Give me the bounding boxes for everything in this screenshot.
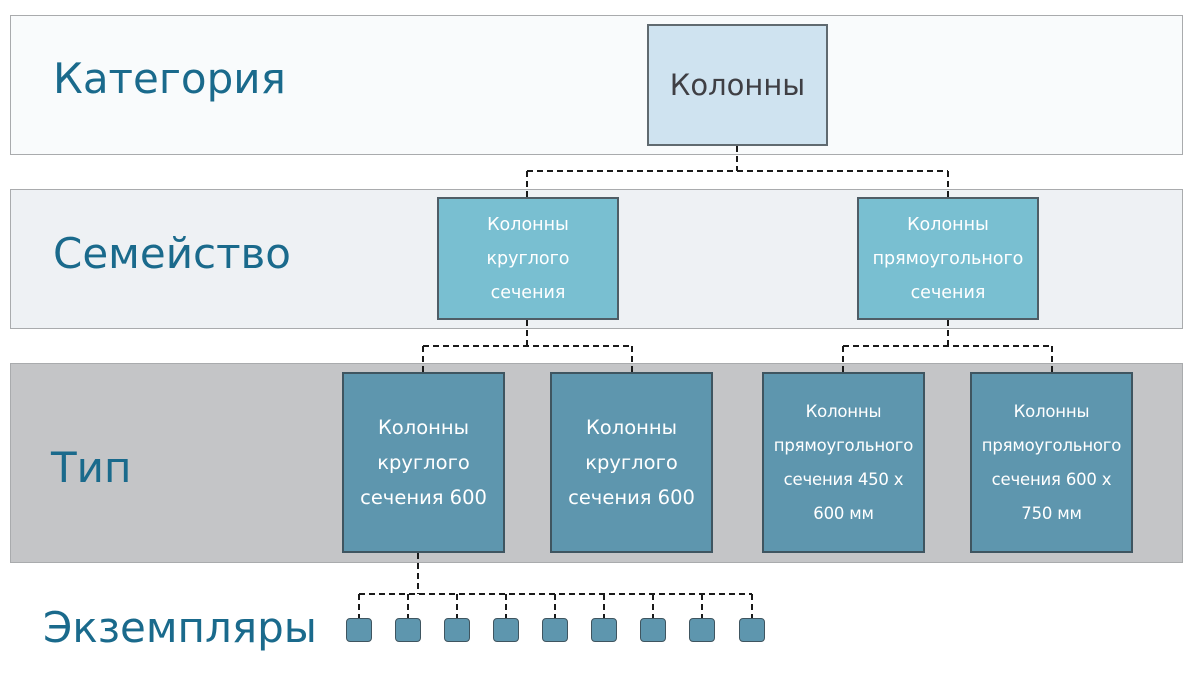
node-line: круглого: [585, 451, 678, 474]
category-node-label: Колонны: [669, 68, 806, 102]
instance-node: [689, 618, 715, 642]
node-line: сечения: [910, 282, 986, 303]
node-line: сечения 600: [360, 486, 487, 509]
node-line: сечения: [490, 282, 566, 303]
node-line: Колонны: [487, 214, 569, 235]
type-node-round-2: Колонны круглого сечения 600: [550, 372, 713, 553]
instance-node: [591, 618, 617, 642]
node-line: 750 мм: [1021, 503, 1082, 523]
node-line: Колонны: [1013, 401, 1090, 421]
node-line: 600 мм: [813, 503, 874, 523]
family-node-round: Колонны круглого сечения: [437, 197, 619, 320]
type-node-rect-450x600: Колонны прямоугольного сечения 450 х 600…: [762, 372, 925, 553]
node-line: круглого: [377, 451, 470, 474]
instance-node: [395, 618, 421, 642]
instance-node: [542, 618, 568, 642]
instance-node: [739, 618, 765, 642]
category-node: Колонны: [647, 24, 828, 146]
node-line: сечения 450 х: [783, 469, 904, 489]
type-node-round-1: Колонны круглого сечения 600: [342, 372, 505, 553]
family-node-rectangular: Колонны прямоугольного сечения: [857, 197, 1039, 320]
type-node-rect-600x750: Колонны прямоугольного сечения 600 х 750…: [970, 372, 1133, 553]
node-line: Колонны: [585, 416, 678, 439]
node-line: прямоугольного: [872, 248, 1024, 269]
node-line: сечения 600: [568, 486, 695, 509]
type-label: Тип: [51, 443, 132, 492]
category-band: [10, 15, 1183, 155]
instance-node: [640, 618, 666, 642]
node-line: Колонны: [377, 416, 470, 439]
node-line: круглого: [486, 248, 570, 269]
node-line: Колонны: [907, 214, 989, 235]
node-line: Колонны: [805, 401, 882, 421]
node-line: прямоугольного: [773, 435, 914, 455]
node-line: прямоугольного: [981, 435, 1122, 455]
family-label: Семейство: [53, 229, 291, 278]
instance-node: [346, 618, 372, 642]
node-line: сечения 600 х: [991, 469, 1112, 489]
category-label: Категория: [53, 54, 286, 103]
instance-node: [444, 618, 470, 642]
instances-label: Экземпляры: [43, 603, 317, 652]
instance-node: [493, 618, 519, 642]
